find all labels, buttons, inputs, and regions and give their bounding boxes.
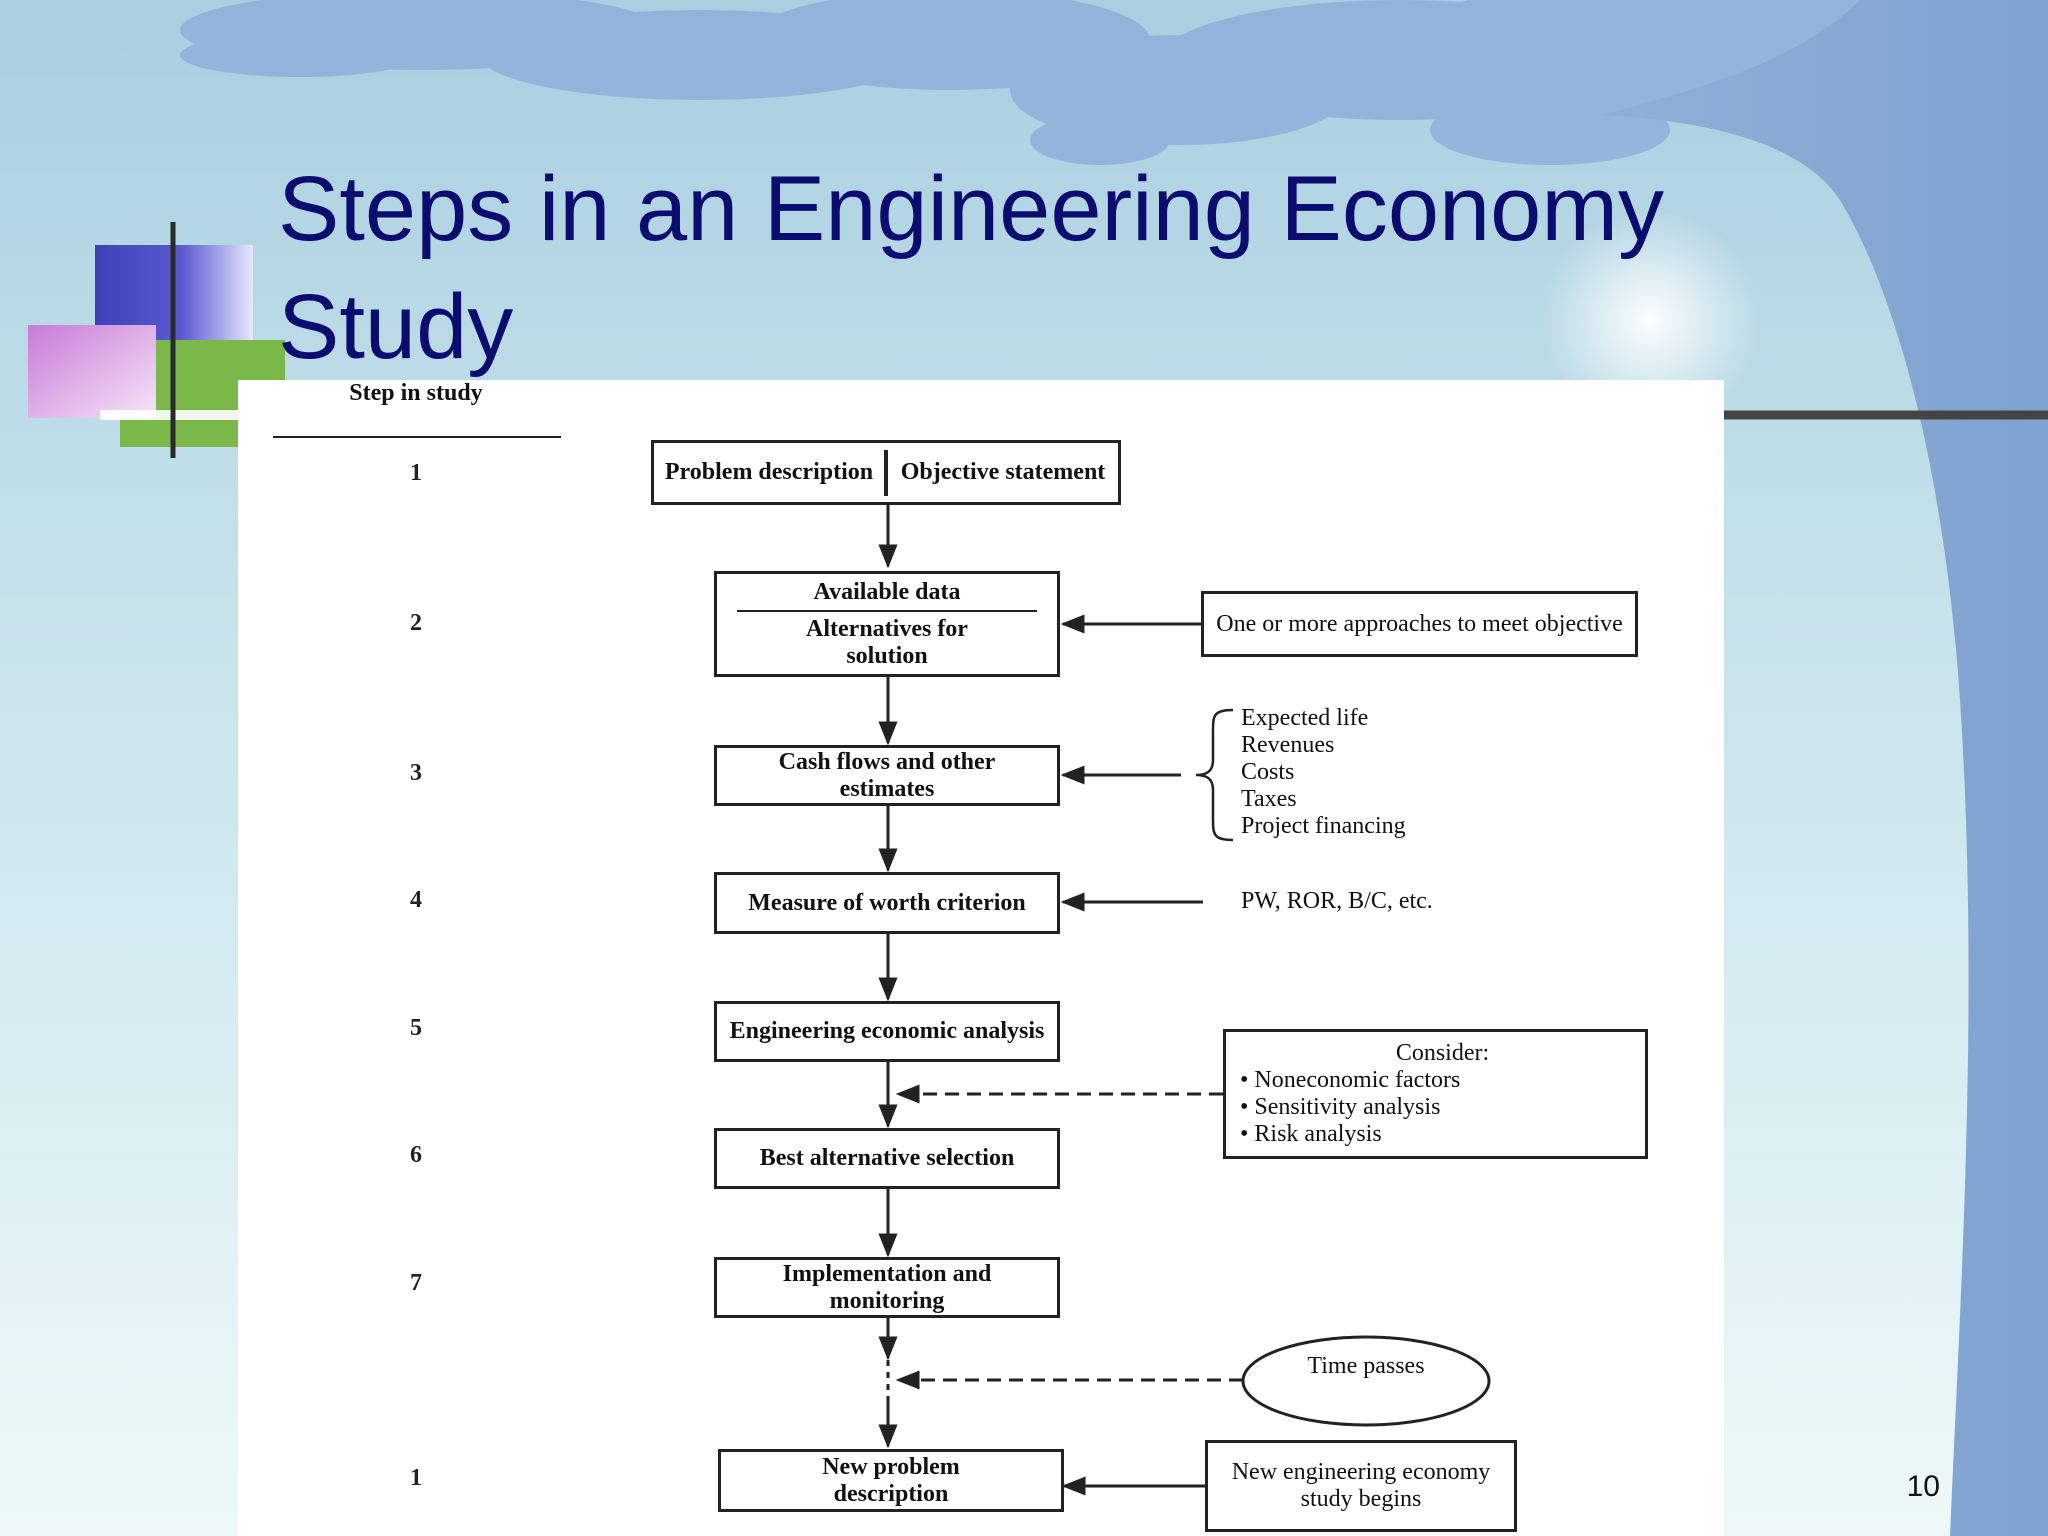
estimate-item: Revenues xyxy=(1241,732,1335,758)
step-header: Step in study xyxy=(349,380,483,406)
consider-title: Consider: xyxy=(1395,1040,1490,1066)
engineering-analysis-box: Engineering economic analysis xyxy=(714,1001,1060,1062)
estimate-item: Costs xyxy=(1241,759,1295,785)
step-number: 1 xyxy=(410,460,422,486)
time-passes-ellipse xyxy=(1241,1335,1491,1427)
step-number: 6 xyxy=(410,1142,422,1168)
step-number: 5 xyxy=(410,1015,422,1041)
slide-title: Steps in an Engineering Economy Study xyxy=(278,158,1664,378)
estimate-item: Expected life xyxy=(1241,705,1369,731)
estimate-item: Project financing xyxy=(1241,813,1406,839)
consider-item: • Noneconomic factors xyxy=(1240,1067,1461,1093)
time-passes-text: Time passes xyxy=(1307,1353,1425,1379)
flowchart-connectors xyxy=(273,436,1491,1496)
step-number: 4 xyxy=(410,887,422,913)
step-number: 7 xyxy=(410,1270,422,1296)
estimates-list: Expected life Revenues Costs Taxes Proje… xyxy=(1241,705,1406,840)
consider-item: • Risk analysis xyxy=(1240,1121,1382,1147)
step-number: 3 xyxy=(410,760,422,786)
implementation-box: Implementation and monitoring xyxy=(714,1257,1060,1318)
estimates-brace xyxy=(1195,708,1234,842)
tree-trunk xyxy=(1600,0,2048,1536)
estimate-item: Taxes xyxy=(1241,786,1297,812)
data-alternatives-box: Available data Alternatives for solution xyxy=(714,571,1060,677)
cash-flows-box: Cash flows and other estimates xyxy=(714,745,1060,806)
available-data-label: Available data xyxy=(813,578,961,605)
page-number: 10 xyxy=(1906,1470,1940,1503)
flowchart-figure: Step in study 1 2 3 4 5 6 7 1 Problem de… xyxy=(238,380,1724,1536)
step-number: 1 xyxy=(410,1465,422,1491)
problem-objective-box: Problem description Objective statement xyxy=(651,440,1121,505)
objective-statement-label: Objective statement xyxy=(900,459,1106,485)
step-number: 2 xyxy=(410,610,422,636)
light-glow xyxy=(1540,210,1760,430)
approaches-box: One or more approaches to meet objective xyxy=(1201,591,1638,657)
new-study-box: New engineering economy study begins xyxy=(1205,1440,1517,1532)
measures-text: PW, ROR, B/C, etc. xyxy=(1241,888,1433,914)
consider-item: • Sensitivity analysis xyxy=(1240,1094,1441,1120)
white-bar xyxy=(100,410,260,420)
box-divider xyxy=(737,609,1037,612)
new-problem-box: New problem description xyxy=(718,1449,1064,1512)
problem-description-label: Problem description xyxy=(664,459,874,485)
measure-of-worth-box: Measure of worth criterion xyxy=(714,872,1060,934)
best-alternative-box: Best alternative selection xyxy=(714,1128,1060,1189)
consider-box: Consider: • Noneconomic factors • Sensit… xyxy=(1223,1029,1648,1159)
pink-square xyxy=(28,325,156,418)
alternatives-label: Alternatives for solution xyxy=(806,615,968,669)
box-separator xyxy=(884,449,888,496)
